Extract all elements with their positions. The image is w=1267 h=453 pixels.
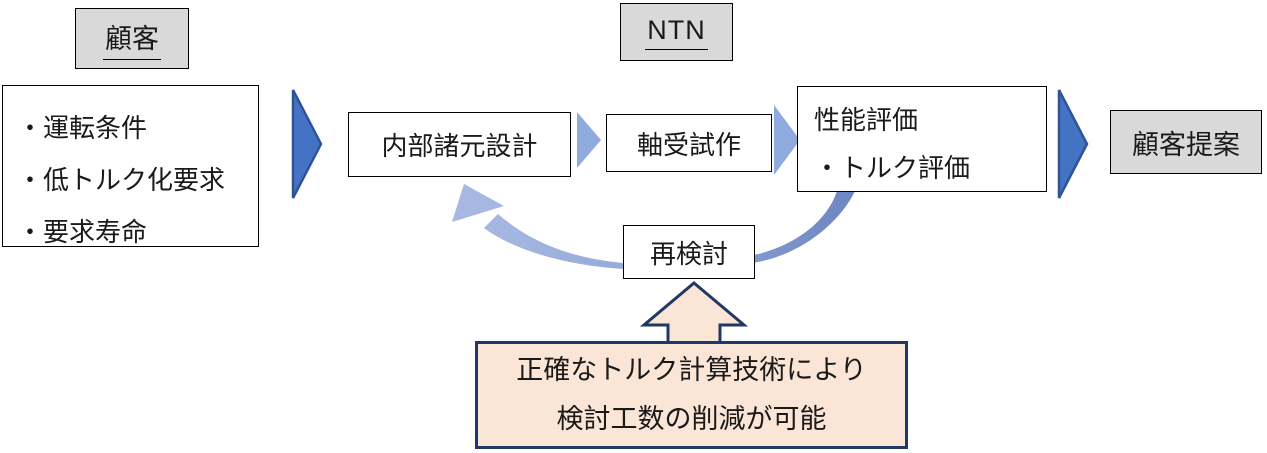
requirement-item: ・運転条件 [17, 113, 148, 143]
step-chevron-icon [577, 112, 602, 169]
note-box: 正確なトルク計算技術により 検討工数の削減が可能 [475, 341, 908, 449]
requirements-box: ・運転条件 ・低トルク化要求 ・要求寿命 [2, 85, 259, 247]
ntn-label: NTN [645, 15, 708, 50]
design-label: 内部諸元設計 [381, 131, 538, 161]
flow-arrow-icon [291, 88, 323, 200]
requirement-item: ・要求寿命 [17, 217, 148, 247]
customer-label: 顧客 [103, 17, 161, 60]
loop-arrow-icon [440, 178, 870, 293]
evaluation-item: ・トルク評価 [814, 153, 971, 183]
review-box: 再検討 [623, 225, 755, 279]
evaluation-title: 性能評価 [814, 105, 919, 135]
step-chevron-icon [774, 105, 801, 175]
proposal-box: 顧客提案 [1110, 110, 1262, 174]
note-line: 検討工数の削減が可能 [556, 404, 827, 434]
prototype-label: 軸受試作 [636, 129, 741, 160]
review-label: 再検討 [649, 238, 728, 269]
evaluation-box: 性能評価 ・トルク評価 [797, 86, 1047, 192]
customer-header-box: 顧客 [75, 8, 189, 69]
note-line: 正確なトルク計算技術により [516, 355, 867, 385]
flow-arrow-icon [1057, 88, 1089, 200]
requirement-item: ・低トルク化要求 [17, 165, 226, 195]
design-box: 内部諸元設計 [348, 112, 571, 177]
prototype-box: 軸受試作 [606, 114, 772, 172]
ntn-header-box: NTN [620, 3, 733, 61]
up-block-arrow-icon [640, 280, 750, 346]
proposal-label: 顧客提案 [1132, 129, 1240, 160]
